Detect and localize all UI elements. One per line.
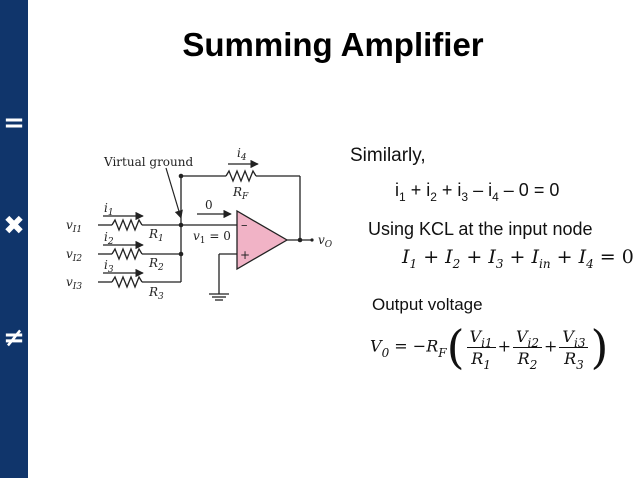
resistor-r2 [111,247,143,261]
output-label: vO [318,233,333,250]
resistor-label-1: R1 [148,227,164,244]
virtual-ground-label: Virtual ground [103,155,193,169]
input-voltage-label-1: vI1 [66,218,82,235]
equals-icon: = [3,108,25,138]
virtual-ground-pointer [165,167,183,219]
slide-title: Summing Amplifier [182,26,484,63]
node-dot-top [178,173,184,179]
input-current-label-2: i2 [104,230,114,247]
summing-amplifier-circuit: Virtual ground i4 RF 0 v1 = 0 vO – + vI1… [66,146,333,302]
current-sum-equation: i1 + i2 + i3 – i4 – 0 = 0 [395,180,560,204]
input-current-label-3: i3 [104,258,114,275]
resistor-label-3: R3 [148,285,164,302]
kcl-equation: I1 + I2 + I3 + Iin + I4 = 0 [402,246,634,271]
resistor-rf [225,169,257,183]
inverting-sign: – [241,218,248,233]
input-voltage-label-3: vI3 [66,275,82,292]
output-voltage-heading: Output voltage [372,295,483,314]
feedback-resistor-label: RF [232,185,249,202]
input-voltage-label-2: vI2 [66,247,82,264]
resistor-label-2: R2 [148,256,164,273]
multiply-icon: ✖ [3,211,25,241]
output-terminal [310,238,314,242]
kcl-heading: Using KCL at the input node [368,219,593,239]
resistor-r1 [111,218,143,232]
feedback-current-label: i4 [237,146,247,163]
op-amp-triangle [236,209,289,271]
node-voltage-label: v1 = 0 [193,229,231,246]
noninverting-sign: + [240,248,250,262]
input-current-label-1: i1 [104,201,114,218]
similarly-text: Similarly, [350,145,426,166]
resistor-r3 [111,275,143,289]
node-dot-output [297,237,303,243]
node-dot-r2 [178,251,184,257]
node-dot-inverting [178,222,184,228]
node-current-label: 0 [205,198,213,212]
sidebar: = ✖ ≠ [0,0,28,478]
not-equal-icon: ≠ [3,323,25,353]
